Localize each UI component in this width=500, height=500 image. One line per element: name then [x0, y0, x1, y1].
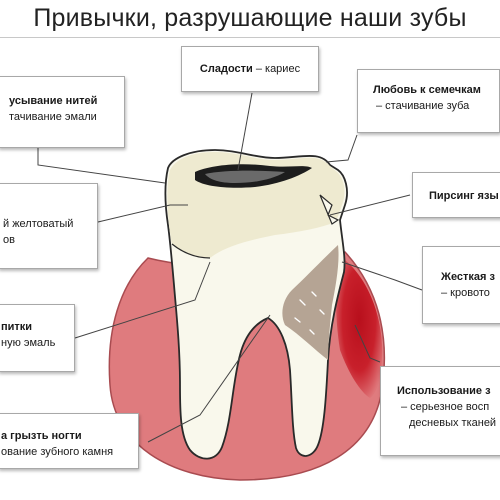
page-title: Привычки, разрушающие наши зубы [33, 4, 467, 32]
callout-seeds-text: – стачивание зуба [376, 100, 470, 112]
callout-sweets-text: – кариес [252, 63, 301, 75]
callout-brush-text: – кровото [441, 287, 490, 299]
callout-piercing-title: Пирсинг язы [429, 190, 499, 202]
callout-tools-text-2: десневых тканей [409, 417, 497, 429]
leader-lines [37, 92, 423, 443]
tartar [282, 245, 339, 360]
callout-tools-text: – серьезное восп [401, 401, 490, 413]
callout-yellow: й желтоватый ов [0, 183, 98, 269]
gum-inflamed-area [335, 255, 383, 398]
callout-nails-text: ование зубного камня [1, 446, 114, 458]
callout-seeds: Любовь к семечкам – стачивание зуба [357, 69, 500, 133]
callout-brush-title: Жесткая з [441, 271, 495, 283]
callout-floss-title: усывание нитей [9, 95, 98, 107]
callout-yellow-line2: ов [3, 234, 15, 246]
callout-floss: усывание нитей тачивание эмали [0, 76, 125, 148]
title-divider [0, 37, 500, 38]
callout-seeds-title: Любовь к семечкам [373, 84, 481, 96]
callout-piercing: Пирсинг язы [412, 172, 500, 218]
callout-floss-text: тачивание эмали [9, 111, 97, 123]
callout-tools: Использование з – серьезное восп десневы… [380, 366, 500, 456]
callout-sweets-title: Сладости [199, 63, 253, 75]
enamel-chip [319, 194, 340, 225]
callout-nails-title: а грызть ногти [1, 430, 82, 442]
callout-brush: Жесткая з – кровото [422, 246, 500, 324]
callout-nails: а грызть ногти ование зубного камня [0, 413, 139, 469]
cavity-inner [205, 170, 285, 183]
callout-drinks-text: ную эмаль [1, 337, 56, 349]
callout-drinks-title: питки [1, 321, 33, 333]
callout-drinks: питки ную эмаль [0, 304, 75, 372]
callout-tools-title: Использование з [397, 385, 491, 397]
callout-sweets: Сладости – кариес [181, 46, 319, 92]
callout-yellow-line1: й желтоватый [3, 218, 74, 230]
